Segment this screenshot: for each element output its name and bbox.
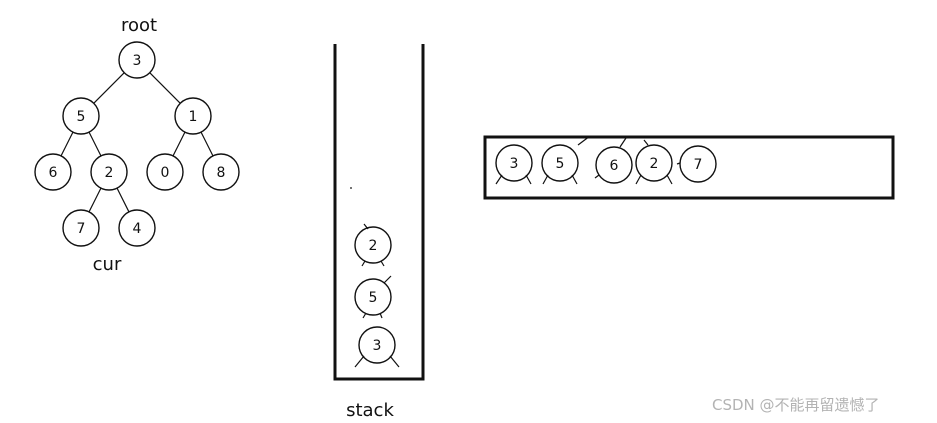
tree-edge — [200, 131, 214, 157]
output-item-stub — [594, 174, 600, 179]
output-item: 3 — [495, 144, 533, 185]
root-label: root — [121, 15, 157, 36]
tree-edge — [149, 72, 181, 104]
output-item: 5 — [541, 144, 579, 185]
tree-edge — [172, 131, 186, 157]
output-stray-tick — [577, 135, 591, 146]
tree-node: 3 — [118, 41, 156, 79]
tree-node-circle — [34, 153, 72, 191]
stack-item-circle — [354, 278, 392, 316]
tree-edge — [93, 72, 125, 104]
tree-edge — [116, 187, 130, 213]
output-item: 2 — [635, 139, 673, 185]
tree-edge — [60, 131, 74, 157]
stack-item-stub — [383, 275, 392, 284]
tree-node-value: 7 — [77, 221, 86, 237]
stack-item-value: 5 — [369, 290, 378, 306]
tree-edge — [88, 187, 102, 213]
stack-item: 3 — [354, 326, 400, 368]
tree-node-circle — [118, 209, 156, 247]
stack-items: 2 5 3 — [354, 223, 400, 368]
output-item-stub — [676, 162, 681, 165]
stack-item-stub — [380, 260, 385, 267]
tree-node: 5 — [62, 97, 100, 135]
output-item-value: 6 — [610, 158, 619, 174]
tree-node-value: 8 — [217, 165, 226, 181]
tree-node: 6 — [34, 153, 72, 191]
tree-node-value: 4 — [133, 221, 142, 237]
tree-node: 0 — [146, 153, 184, 191]
tree-node-value: 1 — [189, 109, 198, 125]
output-item: 7 — [676, 145, 717, 183]
tree-edge — [88, 131, 102, 157]
stack-item-stub — [362, 312, 367, 319]
stack-item-stub — [354, 355, 365, 368]
output-item-circle — [541, 144, 579, 182]
stack-item-stub — [379, 312, 383, 319]
stack-item-circle — [354, 226, 392, 264]
output-item: 6 — [594, 137, 633, 184]
output-item-value: 2 — [650, 156, 659, 172]
tree-node: 2 — [90, 153, 128, 191]
output-item-circle — [679, 145, 717, 183]
tree-node-value: 2 — [105, 165, 114, 181]
stack-dot-mark — [350, 187, 352, 189]
tree-node-circle — [62, 209, 100, 247]
stack-item-value: 3 — [373, 338, 382, 354]
stack-item-stub — [363, 223, 369, 230]
output-box — [483, 135, 895, 200]
output-item-value: 5 — [556, 156, 565, 172]
tree-node-circle — [118, 41, 156, 79]
tree-node-circle — [90, 153, 128, 191]
stack-item-stub — [389, 355, 400, 368]
tree-node: 8 — [202, 153, 240, 191]
tree-nodes: 3 5 1 6 2 0 8 7 4 — [34, 41, 240, 247]
stack-label: stack — [346, 400, 394, 421]
stack-item: 5 — [354, 275, 392, 319]
stack-item-stub — [361, 260, 366, 267]
output-item-stub — [571, 174, 578, 185]
tree-node-value: 5 — [77, 109, 86, 125]
stack-item-circle — [358, 326, 396, 364]
output-item-circle — [635, 144, 673, 182]
tree-node-value: 0 — [161, 165, 170, 181]
tree-node-circle — [146, 153, 184, 191]
tree-edges — [60, 72, 214, 213]
tree-node: 7 — [62, 209, 100, 247]
output-item-stub — [643, 139, 649, 146]
output-item-circle — [495, 144, 533, 182]
tree-node-value: 3 — [133, 53, 142, 69]
tree-node-circle — [62, 97, 100, 135]
output-item-stub — [525, 174, 532, 185]
output-item-stub — [495, 174, 503, 185]
stack-item: 2 — [354, 223, 392, 267]
stack-container — [333, 44, 425, 381]
output-item-stub — [619, 137, 627, 148]
tree-node-circle — [202, 153, 240, 191]
stack-item-value: 2 — [369, 238, 378, 254]
output-item-value: 7 — [694, 157, 703, 173]
tree-node: 4 — [118, 209, 156, 247]
tree-node-circle — [174, 97, 212, 135]
cur-label: cur — [93, 254, 122, 275]
output-item-stub — [542, 174, 549, 185]
output-item-stub — [635, 174, 642, 185]
output-items: 3 5 6 2 7 — [495, 135, 717, 185]
tree-node: 1 — [174, 97, 212, 135]
tree-node-value: 6 — [49, 165, 58, 181]
output-item-stub — [666, 174, 673, 185]
output-item-value: 3 — [510, 156, 519, 172]
watermark-text: CSDN @不能再留遗憾了 — [712, 396, 880, 414]
output-item-circle — [595, 146, 633, 184]
